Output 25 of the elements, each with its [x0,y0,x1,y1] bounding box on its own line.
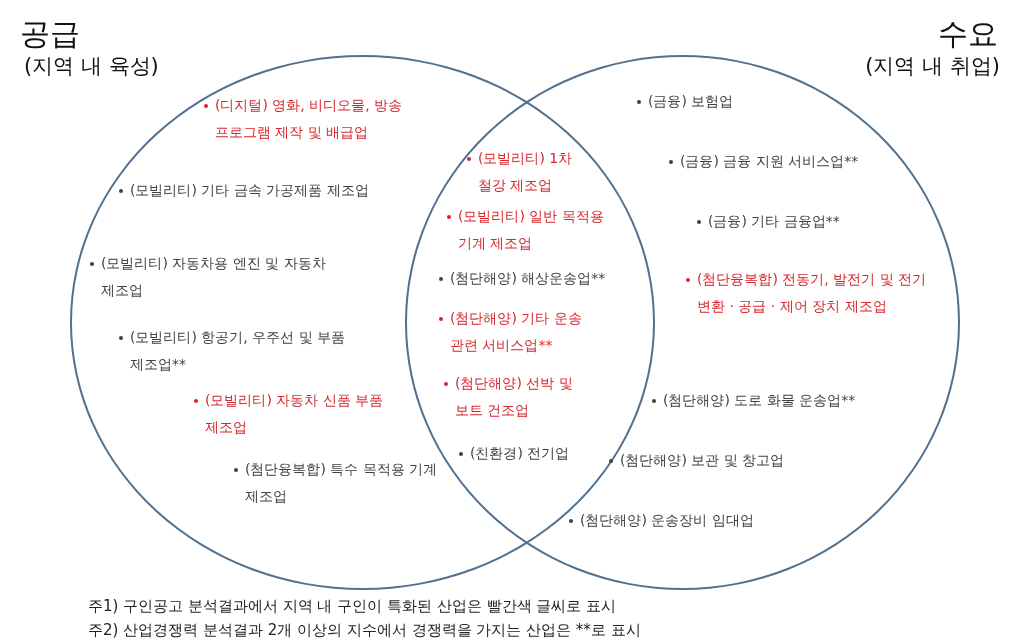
industry-item: (첨단해양) 보관 및 창고업 [620,451,786,470]
industry-item: (모빌리티) 자동차 신품 부품 제조업 [205,391,385,437]
industry-item: (금융) 금융 지원 서비스업** [680,152,860,171]
industry-item: (디지털) 영화, 비디오물, 방송 프로그램 제작 및 배급업 [215,96,404,142]
industry-item: (첨단해양) 선박 및 보트 건조업 [455,374,574,420]
industry-item: (모빌리티) 기타 금속 가공제품 제조업 [130,181,370,200]
circle-heading: 수요 [938,15,998,53]
industry-item: (첨단융복합) 특수 목적용 기계 제조업 [245,460,439,506]
footnote: 주1) 구인공고 분석결과에서 지역 내 구인이 특화된 산업은 빨간색 글씨로 표시 [88,596,617,616]
circle-heading: (지역 내 육성) [24,53,159,80]
industry-item: (금융) 보험업 [648,92,735,111]
industry-item: (모빌리티) 일반 목적용 기계 제조업 [458,207,605,253]
industry-item: (모빌리티) 항공기, 우주선 및 부품 제조업** [130,328,347,374]
industry-item: (친환경) 전기업 [470,444,571,463]
industry-item: (첨단해양) 해상운송업** [450,269,607,288]
footnote: 주2) 산업경쟁력 분석결과 2개 이상의 지수에서 경쟁력을 가지는 산업은 **로 표시 [88,620,641,640]
industry-item: (첨단융복합) 전동기, 발전기 및 전기 변환 · 공급 · 제어 장치 제조업 [697,270,928,316]
industry-item: (모빌리티) 자동차용 엔진 및 자동차 제조업 [101,254,327,300]
circle-heading: 공급 [20,15,80,53]
industry-item: (첨단해양) 운송장비 임대업 [580,511,755,530]
industry-item: (금융) 기타 금융업** [708,212,841,231]
circle-heading: (지역 내 취업) [865,53,1000,80]
industry-item: (모빌리티) 1차 철강 제조업 [478,149,574,195]
industry-item: (첨단해양) 도로 화물 운송업** [663,391,857,410]
industry-item: (첨단해양) 기타 운송 관련 서비스업** [450,309,583,355]
